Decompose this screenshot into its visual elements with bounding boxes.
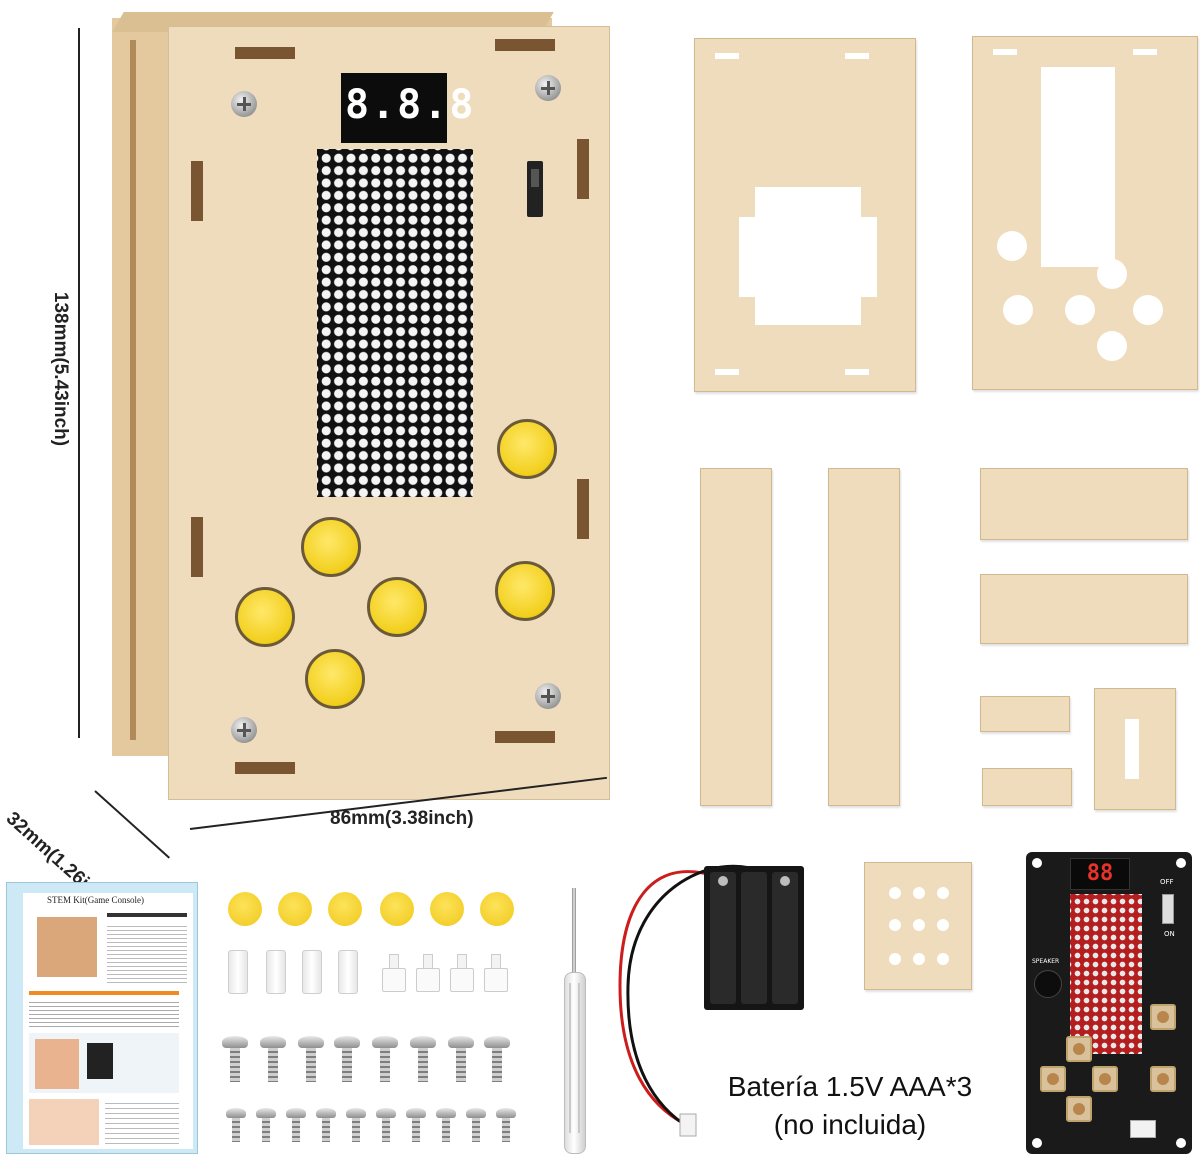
- dpad-down-button[interactable]: [305, 649, 365, 709]
- screw-icon: [535, 683, 561, 709]
- screw-icon: [231, 717, 257, 743]
- pcb-button-a[interactable]: [1150, 1004, 1176, 1030]
- battery-note-line2: (no incluida): [773, 1109, 927, 1140]
- front-panel-blank: [972, 36, 1198, 390]
- pcb-on-label: ON: [1164, 930, 1175, 938]
- end-strip-bottom: [980, 574, 1188, 644]
- pcb-button-right[interactable]: [1092, 1066, 1118, 1092]
- button-hole: [1097, 259, 1127, 289]
- pcb-button-left[interactable]: [1040, 1066, 1066, 1092]
- battery-note: Batería 1.5V AAA*3 (no incluida): [650, 1068, 1050, 1144]
- back-panel: [694, 38, 916, 392]
- side-strip-right: [828, 468, 900, 806]
- button-hole: [1097, 331, 1127, 361]
- dpad-right-button[interactable]: [367, 577, 427, 637]
- display-readout: 8.8.8: [345, 82, 476, 128]
- circuit-board: 88 OFF ON SPEAKER: [1026, 852, 1192, 1154]
- end-strip-top: [980, 468, 1188, 540]
- console-front-panel: 8.8.8: [168, 26, 610, 800]
- game-button-a[interactable]: [497, 419, 557, 479]
- seven-segment-display: 8.8.8: [341, 73, 476, 143]
- screw-icon: [535, 75, 561, 101]
- button-hole: [997, 231, 1027, 261]
- pcb-seven-segment: 88: [1070, 858, 1130, 890]
- pcb-button-up[interactable]: [1066, 1036, 1092, 1062]
- pcb-led-matrix: [1070, 894, 1142, 1054]
- small-plate-b: [982, 768, 1072, 806]
- pcb-display-readout: 88: [1086, 861, 1114, 886]
- button-hole: [1003, 295, 1033, 325]
- dpad-left-button[interactable]: [235, 587, 295, 647]
- pcb-connector: [1130, 1120, 1156, 1138]
- button-hole: [1133, 295, 1163, 325]
- switch-plate: [1094, 688, 1176, 810]
- manual-title: STEM Kit(Game Console): [47, 895, 144, 905]
- power-switch[interactable]: [527, 161, 543, 217]
- pcb-off-label: OFF: [1160, 878, 1174, 886]
- width-label: 86mm(3.38inch): [330, 808, 474, 829]
- pcb-button-down[interactable]: [1066, 1096, 1092, 1122]
- screw-icon: [231, 91, 257, 117]
- instruction-manual: STEM Kit(Game Console): [6, 882, 198, 1154]
- pcb-speaker-label: SPEAKER: [1032, 958, 1060, 965]
- game-button-b[interactable]: [495, 561, 555, 621]
- pcb-button-b[interactable]: [1150, 1066, 1176, 1092]
- small-plate-a: [980, 696, 1070, 732]
- battery-note-line1: Batería 1.5V AAA*3: [727, 1071, 973, 1102]
- side-strip-left: [700, 468, 772, 806]
- pcb-slide-switch[interactable]: [1162, 894, 1174, 924]
- speaker-icon: [1034, 970, 1062, 998]
- button-grid-plate: [864, 862, 972, 990]
- led-matrix: [317, 149, 473, 497]
- height-label: 138mm(5.43inch): [50, 291, 71, 447]
- dpad-up-button[interactable]: [301, 517, 361, 577]
- button-hole: [1065, 295, 1095, 325]
